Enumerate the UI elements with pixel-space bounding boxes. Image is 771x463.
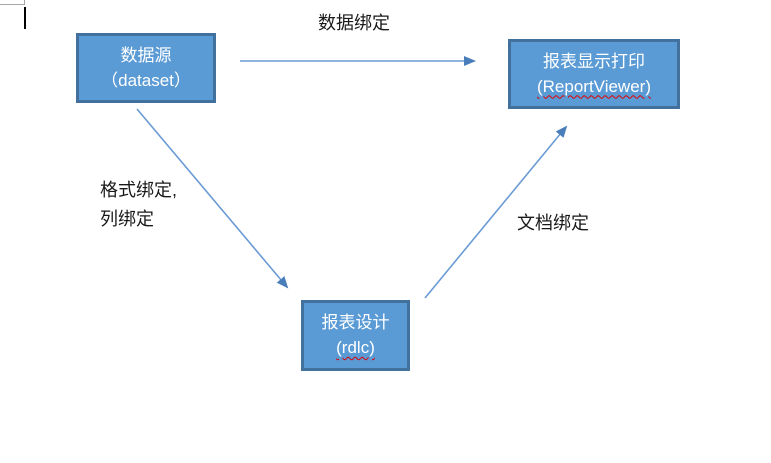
text-boundary-corner-mark [0,4,25,5]
edge-label-format-binding-line2: 列绑定 [100,209,154,229]
node-dataset[interactable]: 数据源 （dataset） [76,33,216,103]
node-reportviewer-subtitle: (ReportViewer) [536,76,651,96]
text-cursor [24,7,26,29]
arrow-format-column-binding[interactable] [136,108,289,289]
node-reportviewer-title: 报表显示打印 [543,51,645,71]
text-boundary-corner-mark [24,0,25,5]
edge-label-document-binding: 文档绑定 [517,213,589,233]
node-rdlc[interactable]: 报表设计 (rdlc) [301,300,410,371]
node-rdlc-subtitle: (rdlc) [336,338,375,357]
arrow-document-binding[interactable] [424,125,568,299]
edge-label-data-binding: 数据绑定 [318,13,390,33]
edge-label-format-column-binding: 格式绑定, 列绑定 [100,176,177,234]
node-dataset-subtitle: （dataset） [101,70,191,90]
node-rdlc-title: 报表设计 [321,313,390,332]
node-dataset-title: 数据源 [120,45,172,65]
edge-label-format-binding-line1: 格式绑定, [100,180,178,200]
node-reportviewer[interactable]: 报表显示打印 (ReportViewer) [508,39,680,109]
